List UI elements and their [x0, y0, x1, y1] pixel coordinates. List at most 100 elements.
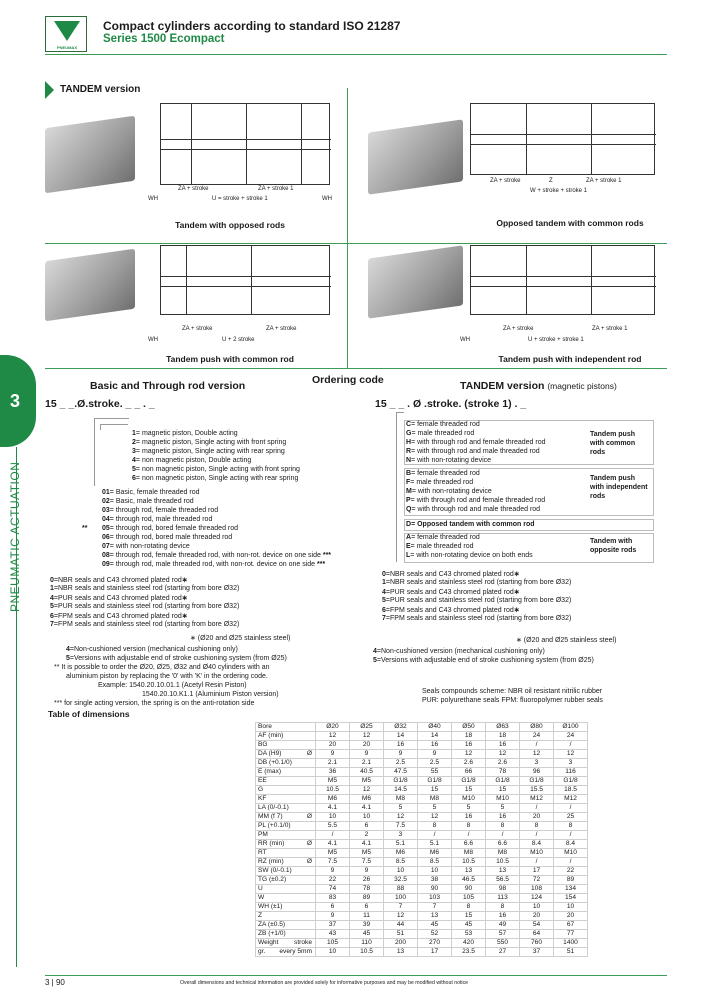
seals-note: ∗ (Ø20 and Ø25 stainless steel): [190, 635, 291, 642]
row-label: KF: [258, 795, 267, 802]
value-cell: 20: [519, 911, 554, 921]
rod-star2: **: [82, 525, 88, 532]
value-cell: 52: [417, 929, 452, 939]
value-cell: 46.5: [451, 875, 486, 885]
piston-2: 2= magnetic piston, Single acting with f…: [132, 439, 287, 446]
r-cushion-5: 5=Versions with adjustable end of stroke…: [373, 657, 594, 664]
row-label-cell: MM (f 7)Ø: [255, 812, 316, 822]
tandem-bracket: [396, 412, 404, 562]
value-cell: 1400: [553, 938, 588, 948]
side-line: [16, 447, 17, 967]
value-cell: 5: [417, 803, 452, 813]
rod-07: 07= with non-rotating device: [102, 543, 190, 550]
fig3-dim-za2: ZA + stroke: [266, 326, 297, 332]
value-cell: 105: [315, 938, 350, 948]
value-cell: 90: [417, 884, 452, 894]
value-cell: 8.4: [519, 839, 554, 849]
value-cell: 5: [451, 803, 486, 813]
value-cell: G1/8: [519, 776, 554, 786]
value-cell: 17: [519, 866, 554, 876]
value-cell: G1/8: [383, 776, 418, 786]
code-bracket: [94, 418, 129, 486]
value-cell: 116: [553, 767, 588, 777]
value-cell: 10: [417, 866, 452, 876]
tandem-version-title: TANDEM version (magnetic pistons): [460, 380, 617, 392]
value-cell: 15: [451, 911, 486, 921]
value-cell: M6: [349, 794, 384, 804]
row-label-cell: DA (H9)Ø: [255, 749, 316, 759]
value-cell: 36: [315, 767, 350, 777]
value-cell: 103: [417, 893, 452, 903]
value-cell: G1/8: [417, 776, 452, 786]
rod-03: 03= through rod, female threaded rod: [102, 507, 219, 514]
header-bore-cell: Ø32: [383, 722, 418, 732]
pneumax-logo: PNEUMAX: [45, 16, 87, 52]
value-cell: 13: [383, 947, 418, 957]
fig3-caption: Tandem push with common rod: [166, 354, 294, 364]
seal-7: 7=FPM seals and stainless steel rod (sta…: [50, 621, 240, 628]
value-cell: 40.5: [349, 767, 384, 777]
table-title: Table of dimensions: [48, 709, 130, 719]
value-cell: 12: [383, 812, 418, 822]
value-cell: 8: [417, 821, 452, 831]
row-label-cell: G: [255, 785, 316, 795]
value-cell: 66: [451, 767, 486, 777]
value-cell: 100: [383, 893, 418, 903]
value-cell: 67: [553, 920, 588, 930]
value-cell: 12: [349, 731, 384, 741]
value-cell: 20: [519, 812, 554, 822]
value-cell: 10.5: [485, 857, 520, 867]
seal-4: 4=PUR seals and C43 chromed plated rod∗: [50, 595, 188, 602]
value-cell: 8: [451, 821, 486, 831]
value-cell: 10: [349, 812, 384, 822]
value-cell: 4.1: [349, 803, 384, 813]
value-cell: 49: [485, 920, 520, 930]
value-cell: M8: [485, 848, 520, 858]
value-cell: 16: [451, 740, 486, 750]
value-cell: 5.5: [315, 821, 350, 831]
value-cell: 3: [519, 758, 554, 768]
group-independent-rods: [404, 468, 654, 516]
tandem-title-suffix: (magnetic pistons): [547, 381, 617, 391]
group-label-common: Tandem push with common rods: [590, 431, 636, 456]
note-1: ** It is possible to order the Ø20, Ø25,…: [54, 664, 270, 671]
row-label: WH (±1): [258, 903, 283, 910]
value-cell: 4.1: [315, 803, 350, 813]
value-cell: 9: [315, 866, 350, 876]
value-cell: 98: [485, 884, 520, 894]
value-cell: 37: [519, 947, 554, 957]
piston-4: 4= non magnetic piston, Double acting: [132, 457, 252, 464]
value-cell: 2.5: [383, 758, 418, 768]
value-cell: 7.5: [349, 857, 384, 867]
group-opposite-rods: [404, 533, 654, 563]
tandem-E: E= male threaded rod: [406, 543, 474, 550]
row-label-cell: LA (0/-0.1): [255, 803, 316, 813]
rod-02: 02= Basic, male threaded rod: [102, 498, 194, 505]
value-cell: 9: [349, 749, 384, 759]
value-cell: 14: [383, 731, 418, 741]
tandem-title-text: TANDEM version: [460, 380, 545, 392]
value-cell: 110: [349, 938, 384, 948]
fig4-caption: Tandem push with independent rod: [498, 354, 642, 364]
value-cell: M10: [519, 848, 554, 858]
row-label-cell: PM: [255, 830, 316, 840]
value-cell: 2: [349, 830, 384, 840]
value-cell: 89: [553, 875, 588, 885]
note-3: Example: 1540.20.10.01.1 (Acetyl Resin P…: [98, 682, 247, 689]
value-cell: M5: [349, 848, 384, 858]
value-cell: 9: [349, 866, 384, 876]
value-cell: M5: [349, 776, 384, 786]
row-label: TG (±0.2): [258, 876, 287, 883]
value-cell: 55: [417, 767, 452, 777]
row-label-cell: EE: [255, 776, 316, 786]
fig1-dim-wh: WH: [148, 196, 158, 202]
value-cell: 83: [315, 893, 350, 903]
